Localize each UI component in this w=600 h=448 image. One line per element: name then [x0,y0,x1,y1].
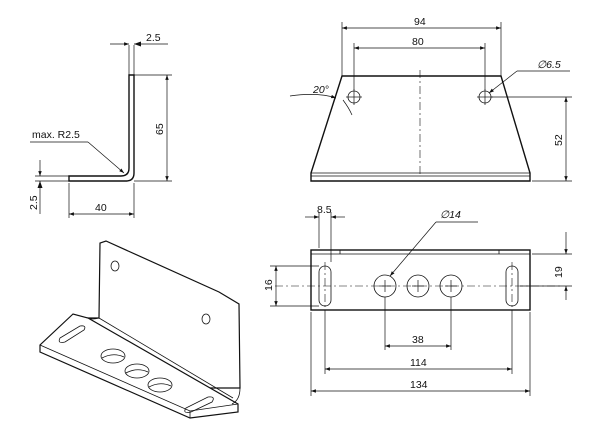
angle-label: 20° [312,84,329,96]
slot-offset-label: 8.5 [317,204,332,216]
side-thickness-label: 2.5 [146,32,161,44]
slot-top-offset-label: 19 [553,266,565,278]
bend-radius-label: max. R2.5 [32,129,80,141]
foot-thickness-label: 2.5 [28,195,40,210]
hole-pitch-label: 38 [412,334,424,346]
hole-diameter-small-label: ∅6.5 [537,59,561,71]
hole-diameter-large-label: ∅14 [440,209,461,221]
top-view: 8.5 ∅14 16 19 38 114 134 [263,204,572,396]
side-height-label: 65 [154,123,166,135]
front-height-label: 52 [553,134,565,146]
total-length-label: 134 [410,379,428,391]
isometric-view [39,240,241,419]
slot-height-label: 16 [263,279,275,291]
hole-spacing-top-label: 80 [412,36,424,48]
top-width-label: 94 [414,16,426,28]
side-width-label: 40 [95,202,107,214]
slot-spacing-label: 114 [410,357,427,369]
front-view: 94 80 20° ∅6.5 52 [289,16,572,182]
side-view: 2.5 65 max. R2.5 2.5 40 [28,32,172,218]
